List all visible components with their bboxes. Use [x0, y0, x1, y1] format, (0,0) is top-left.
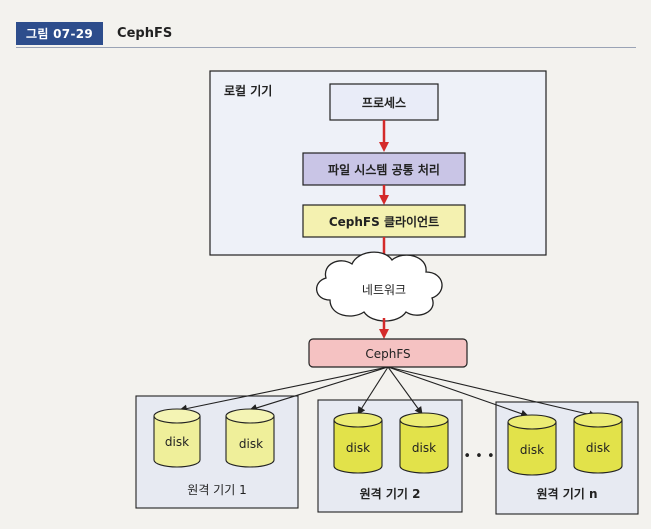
arrow-to-remote2-disk2 [387, 366, 423, 415]
figure-title: CephFS [117, 25, 173, 41]
disk-label: disk [239, 437, 263, 451]
filesystem-label: 파일 시스템 공통 처리 [328, 162, 440, 177]
arrow-to-remote1-disk1 [179, 366, 389, 413]
network-cloud-icon [316, 251, 443, 322]
disk-label: disk [520, 443, 544, 457]
disk-remote2-1: disk [333, 412, 383, 474]
disk-remote1-1: disk [153, 408, 201, 468]
disk-label: disk [346, 441, 370, 455]
cephfs-label: CephFS [365, 347, 410, 361]
more-remotes-ellipsis: • • • [463, 449, 494, 464]
arrow-to-remoten-disk2 [387, 366, 597, 419]
remote-machine-1-label: 원격 기기 1 [187, 483, 246, 497]
arrow-to-remote2-disk1 [357, 366, 389, 415]
remote-machine-n-label: 원격 기기 n [536, 486, 597, 501]
figure-number-badge: 그림 07-29 [16, 21, 104, 45]
cephfs-client-label: CephFS 클라이언트 [329, 214, 439, 229]
network-label: 네트워크 [362, 283, 406, 297]
disk-remote2-2: disk [399, 412, 449, 474]
figure-header: 그림 07-29 CephFS [16, 21, 173, 45]
cephfs-to-disk-arrows [179, 366, 597, 419]
disk-remote1-2: disk [225, 408, 275, 468]
process-label: 프로세스 [362, 95, 406, 110]
remote-machine-2-label: 원격 기기 2 [360, 486, 421, 501]
local-machine-label: 로컬 기기 [224, 83, 272, 98]
disk-label: disk [412, 441, 436, 455]
disk-label: disk [586, 441, 610, 455]
disk-label: disk [165, 435, 189, 449]
disk-remoten-2: disk [573, 412, 623, 474]
arrow-to-remote1-disk2 [249, 366, 389, 412]
disk-remoten-1: disk [507, 414, 557, 476]
arrow-to-remoten-disk1 [387, 366, 529, 418]
filesystem-box [302, 152, 466, 186]
header-rule [16, 47, 636, 48]
